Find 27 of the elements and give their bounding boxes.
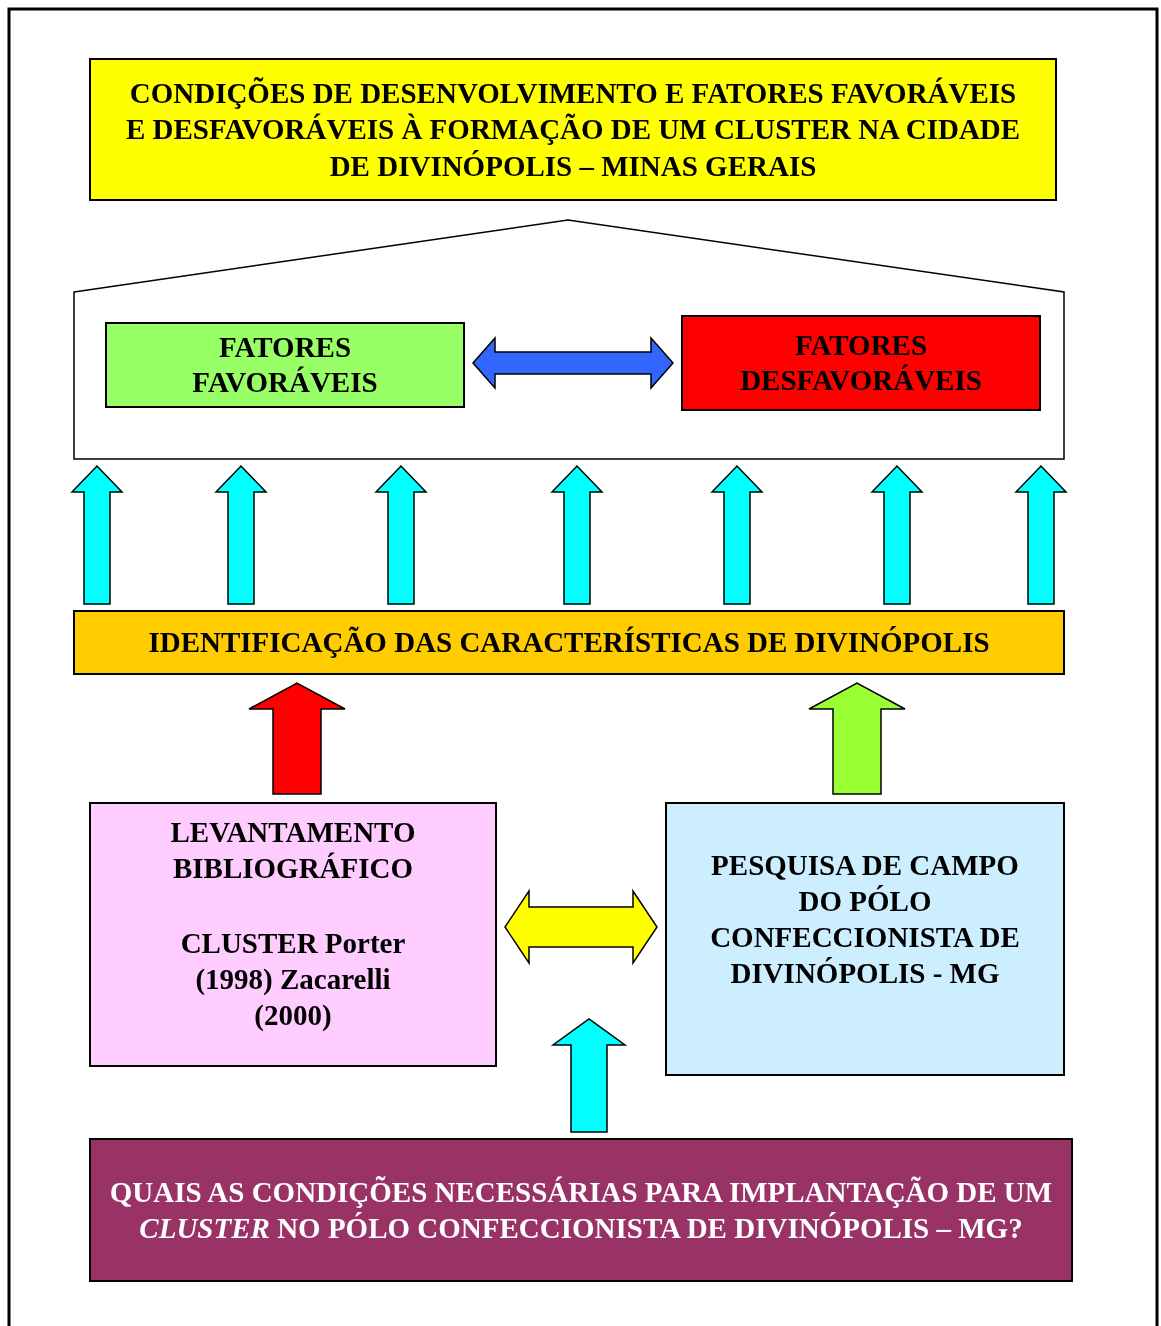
- title-text: CONDIÇÕES DE DESENVOLVIMENTO E FATORES FAVORÁVEIS E DESFAVORÁVEIS À FORMAÇÃO DE UM CLUSTER NA CIDADE DE DIVINÓPOLIS – MINAS GERAIS: [124, 76, 1022, 184]
- double-arrow: [472, 336, 674, 390]
- question-text: QUAIS AS CONDIÇÕES NECESSÁRIAS PARA IMPLANTAÇÃO DE UM CLUSTER NO PÓLO CONFECCIONISTA DE DIVINÓPOLIS – MG?: [108, 1174, 1054, 1246]
- block-arrow: [550, 464, 604, 605]
- block-arrow: [70, 464, 124, 605]
- block-arrow: [374, 464, 428, 605]
- block-arrow: [1014, 464, 1068, 605]
- question-box: [89, 1138, 1073, 1282]
- identification-box: [73, 610, 1065, 675]
- title-box: [89, 58, 1057, 201]
- literature-text: LEVANTAMENTO BIBLIOGRÁFICO: [169, 815, 417, 887]
- field-research-box: [665, 802, 1065, 1076]
- block-arrow: [214, 464, 268, 605]
- unfavorable-box: [681, 315, 1041, 411]
- literature-box: [89, 802, 497, 1067]
- block-arrow: [870, 464, 924, 605]
- block-arrow: [248, 682, 346, 795]
- favorable-box: [105, 322, 465, 408]
- block-arrow: [550, 1018, 628, 1133]
- double-arrow: [504, 888, 658, 966]
- identification-text: IDENTIFICAÇÃO DAS CARACTERÍSTICAS DE DIVINÓPOLIS: [148, 625, 990, 661]
- literature-text-detail: CLUSTER Porter (1998) Zacarelli (2000): [179, 925, 407, 1033]
- favorable-text: FATORES FAVORÁVEIS: [191, 330, 379, 400]
- block-arrow: [710, 464, 764, 605]
- block-arrow: [808, 682, 906, 795]
- field-research-text: PESQUISA DE CAMPO DO PÓLO CONFECCIONISTA DE DIVINÓPOLIS - MG: [709, 847, 1021, 992]
- unfavorable-text: FATORES DESFAVORÁVEIS: [739, 328, 983, 398]
